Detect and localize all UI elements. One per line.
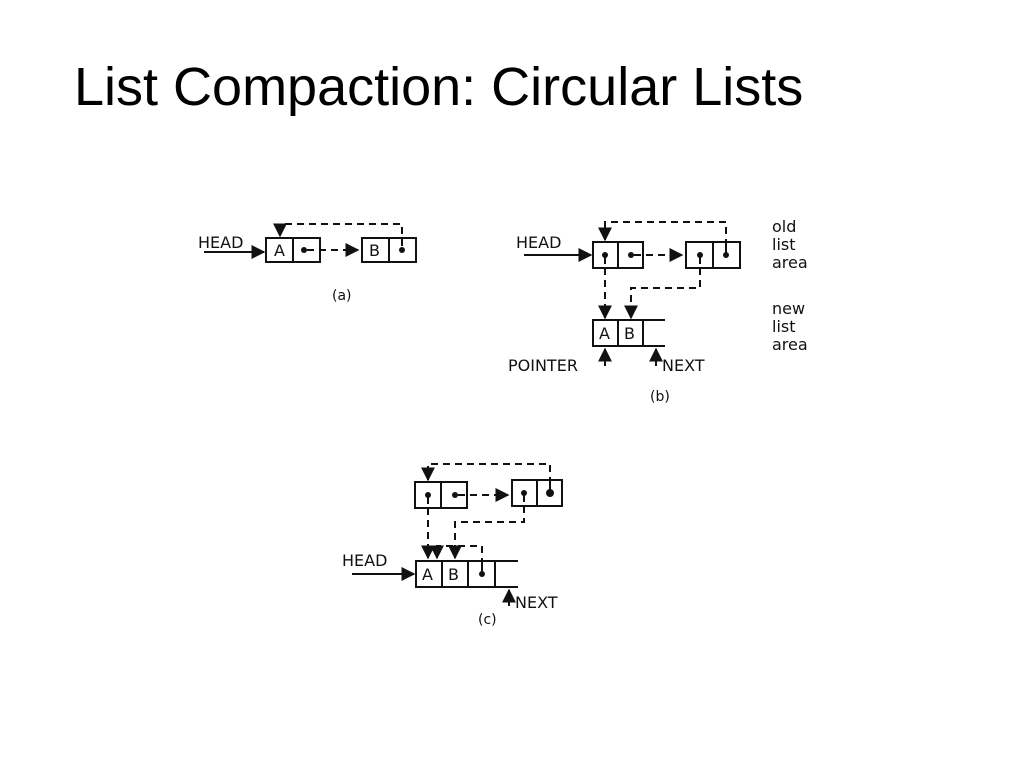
- b-pointer-label: POINTER: [508, 356, 578, 375]
- c-next-label: NEXT: [515, 593, 558, 612]
- b-next-label: NEXT: [662, 356, 705, 375]
- c-old-node-2: [511, 479, 563, 507]
- b-new-cells: A B: [592, 319, 665, 347]
- c-circular-link: [421, 463, 551, 484]
- c-old-node-1: [414, 481, 468, 509]
- b-new-area-label-2: list: [772, 317, 796, 336]
- a-caption: (a): [332, 288, 352, 304]
- b-old-node-2: [685, 241, 741, 269]
- b-new-area-label-1: new: [772, 299, 805, 318]
- c-caption: (c): [478, 612, 497, 628]
- b-old-area-label-1: old: [772, 217, 796, 236]
- a-node-a-pointer-dot: [301, 247, 307, 253]
- a-circular-link: [273, 223, 403, 246]
- c-cell-a-value: A: [422, 565, 433, 584]
- a-node-b-value: B: [369, 241, 380, 260]
- c-head-label: HEAD: [342, 551, 387, 570]
- a-node-b: B: [361, 237, 417, 263]
- c-new-cells: A B: [415, 560, 518, 588]
- b-old-area-label-2: list: [772, 235, 796, 254]
- figure-b: HEAD A B: [508, 217, 808, 405]
- b-new-area-label-3: area: [772, 335, 808, 354]
- a-head-label: HEAD: [198, 233, 243, 252]
- b-cell-b-value: B: [624, 324, 635, 343]
- b-caption: (b): [650, 389, 670, 405]
- figure-a: HEAD A B (a): [198, 223, 417, 304]
- figure-c: HEAD A B NEXT (c): [342, 463, 563, 628]
- b-forward-link-b: [624, 268, 701, 320]
- b-head-label: HEAD: [516, 233, 561, 252]
- b-old-node-1: [592, 241, 644, 269]
- slide-title: List Compaction: Circular Lists: [74, 57, 804, 117]
- b-cell-a-value: A: [599, 324, 610, 343]
- b-circular-link: [598, 221, 727, 246]
- b-old-area-label-3: area: [772, 253, 808, 272]
- c-cell-b-value: B: [448, 565, 459, 584]
- a-node-b-pointer-dot: [399, 247, 405, 253]
- c-forward-link-b: [448, 506, 525, 560]
- a-node-a-value: A: [274, 241, 285, 260]
- c-compacted-circular-link: [430, 545, 483, 565]
